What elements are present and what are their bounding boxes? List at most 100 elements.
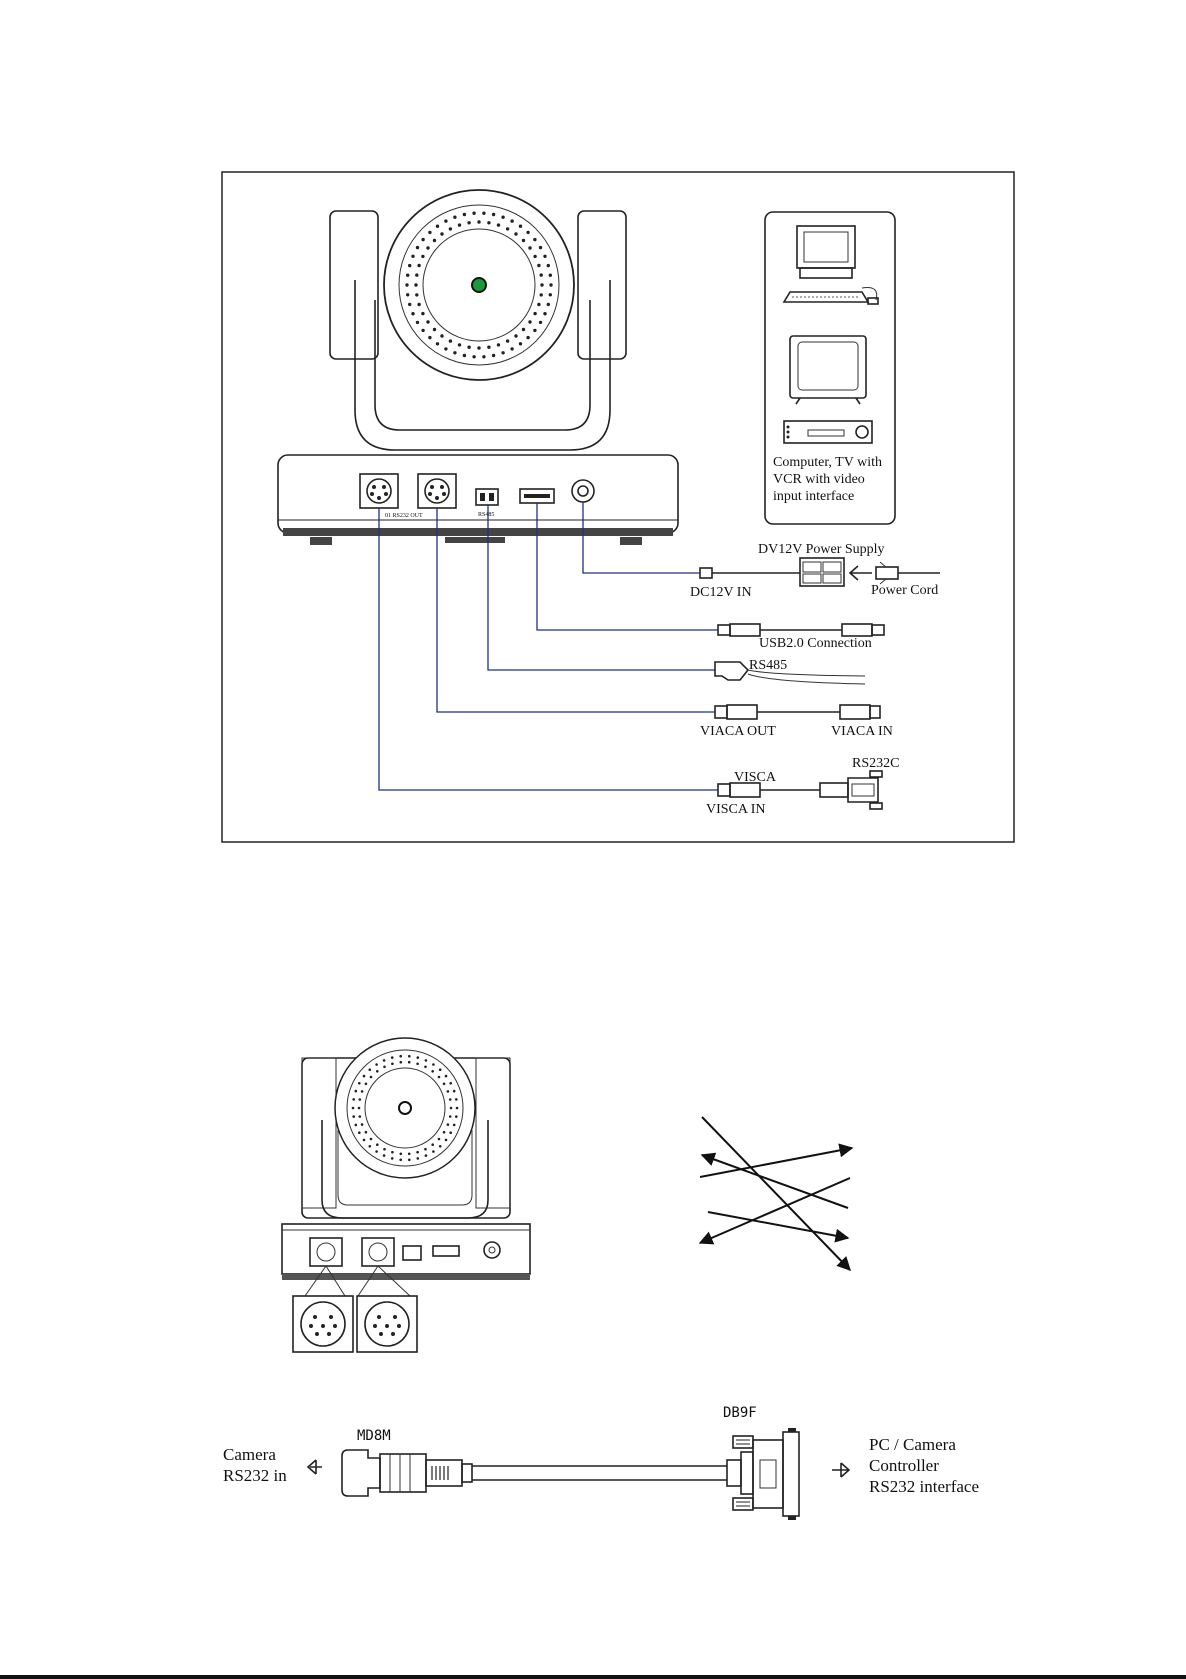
- mic-hole: [449, 1098, 452, 1101]
- mic-hole: [510, 219, 513, 222]
- mic-hole: [549, 293, 552, 296]
- mic-hole: [444, 347, 447, 350]
- mic-hole: [375, 1150, 378, 1153]
- crossover-arrow-1: [702, 1117, 850, 1270]
- rs485-label: RS485: [749, 658, 787, 673]
- mic-hole: [383, 1059, 386, 1062]
- pin-detail-right: [357, 1296, 417, 1352]
- mic-hole: [391, 1063, 394, 1066]
- mic-hole: [539, 246, 542, 249]
- mic-hole: [458, 223, 461, 226]
- mic-hole: [358, 1131, 361, 1134]
- pin-crossover-arrows: [700, 1117, 852, 1270]
- mic-hole: [431, 1070, 434, 1073]
- camera-base-foot: [283, 528, 673, 536]
- mic-hole: [526, 231, 529, 234]
- db9f-label: DB9F: [723, 1405, 757, 1421]
- mic-hole: [408, 303, 411, 306]
- mic-hole: [445, 1139, 448, 1142]
- mic-hole: [415, 293, 418, 296]
- mic-hole: [514, 232, 517, 235]
- camera-lens: [472, 278, 486, 292]
- mic-hole: [522, 328, 525, 331]
- mic-hole: [549, 283, 552, 286]
- mic-hole: [406, 293, 409, 296]
- mic-hole: [431, 1143, 434, 1146]
- mic-hole: [543, 312, 546, 315]
- mic-hole: [400, 1153, 403, 1156]
- mic-hole: [447, 1123, 450, 1126]
- mic-hole: [408, 264, 411, 267]
- mic-hole: [365, 1131, 368, 1134]
- mic-hole: [421, 238, 424, 241]
- mic-hole: [416, 321, 419, 324]
- mic-hole: [376, 1143, 379, 1146]
- mic-hole: [445, 1075, 448, 1078]
- svg-text:RS485: RS485: [478, 512, 494, 518]
- mic-hole: [443, 1131, 446, 1134]
- mic-hole: [506, 227, 509, 230]
- mic-hole: [391, 1157, 394, 1160]
- mic-hole: [519, 342, 522, 345]
- mic-hole: [444, 219, 447, 222]
- mic-hole: [540, 293, 543, 296]
- mic-hole: [526, 336, 529, 339]
- mic-hole: [417, 264, 420, 267]
- mic-hole: [447, 1090, 450, 1093]
- mic-hole: [355, 1124, 358, 1127]
- mic-hole: [510, 347, 513, 350]
- mic-hole: [399, 1159, 402, 1162]
- mic-hole: [522, 239, 525, 242]
- camera-rear-view: [282, 1038, 530, 1352]
- visca-label: VISCA: [734, 770, 777, 785]
- device-box-label-line-2: VCR with video: [773, 472, 865, 487]
- mic-hole: [428, 231, 431, 234]
- mic-hole: [450, 1107, 453, 1110]
- mic-hole: [352, 1115, 355, 1118]
- mic-hole: [456, 1107, 459, 1110]
- rs232c-label: RS232C: [852, 756, 899, 771]
- mic-hole: [416, 246, 419, 249]
- mic-hole: [467, 346, 470, 349]
- mic-hole: [533, 238, 536, 241]
- mic-hole: [424, 1148, 427, 1151]
- mic-hole: [439, 1068, 442, 1071]
- mic-hole: [421, 255, 424, 258]
- mic-hole: [440, 334, 443, 337]
- power-cord-label: Power Cord: [871, 583, 938, 598]
- mic-hole: [383, 1148, 386, 1151]
- mic-hole: [405, 283, 408, 286]
- mic-hole: [414, 283, 417, 286]
- mic-hole: [477, 220, 480, 223]
- mic-hole: [537, 264, 540, 267]
- mic-hole: [400, 1061, 403, 1064]
- arrow-right-icon: [832, 1463, 849, 1477]
- mic-hole: [361, 1123, 364, 1126]
- mic-hole: [533, 312, 536, 315]
- mic-hole: [369, 1068, 372, 1071]
- mic-hole: [417, 303, 420, 306]
- mic-hole: [453, 1124, 456, 1127]
- mic-hole: [467, 221, 470, 224]
- mic-hole: [383, 1066, 386, 1069]
- mic-hole: [416, 1063, 419, 1066]
- db9f-connector: [727, 1428, 799, 1520]
- rs232-cable-diagram: Camera RS232 in MD8M: [223, 1405, 979, 1520]
- mic-hole: [370, 1138, 373, 1141]
- mic-hole: [408, 1061, 411, 1064]
- camera-label-line-2: RS232 in: [223, 1466, 287, 1485]
- mic-hole: [433, 239, 436, 242]
- mic-hole: [543, 255, 546, 258]
- viaca-in-label: VIACA IN: [831, 724, 893, 739]
- mic-hole: [365, 1083, 368, 1086]
- svg-text:01 RS232 OUT: 01 RS232 OUT: [385, 513, 423, 519]
- device-box-label-line-3: input interface: [773, 489, 854, 504]
- power-supply-label: DV12V Power Supply: [758, 542, 885, 557]
- mic-hole: [359, 1115, 362, 1118]
- camera-label-line-1: Camera: [223, 1445, 276, 1464]
- mic-hole: [426, 246, 429, 249]
- mic-hole: [432, 1150, 435, 1153]
- mic-hole: [440, 232, 443, 235]
- device-box-label-line-1: Computer, TV with: [773, 455, 882, 470]
